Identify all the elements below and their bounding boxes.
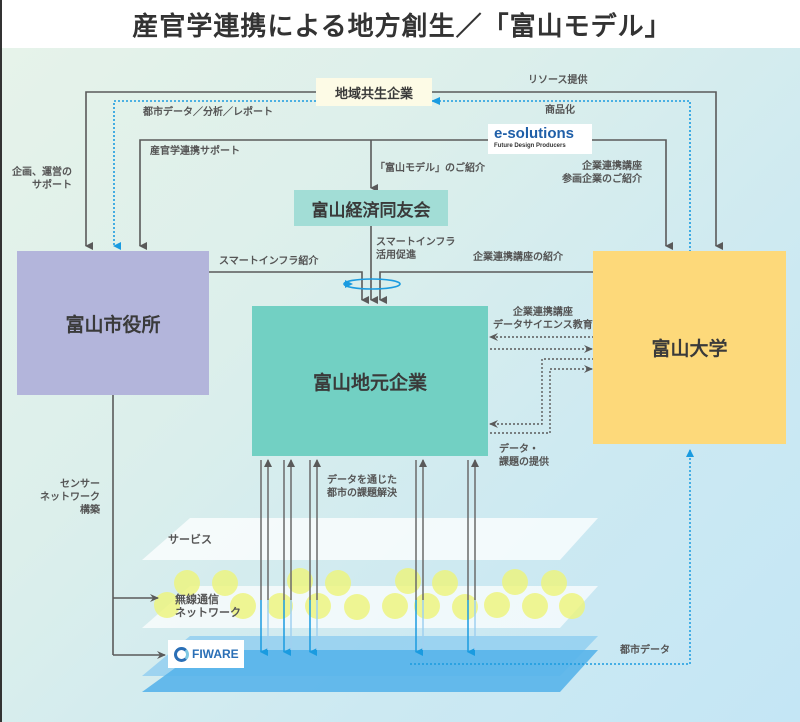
label-toyama-model-intro: 「富山モデル」のご紹介 bbox=[375, 163, 485, 174]
sensor-node bbox=[559, 593, 585, 619]
data-flow-pair-2 bbox=[283, 459, 295, 656]
label-resource-provision: リソース提供 bbox=[528, 75, 588, 86]
arrow-companies-to-university-2 bbox=[490, 365, 593, 434]
label-city-data: 都市データ bbox=[620, 645, 670, 656]
arrow-esolutions-to-city bbox=[139, 139, 488, 250]
arrow-regional-to-city-planning bbox=[85, 91, 316, 250]
arrow-city-data-to-university bbox=[410, 449, 694, 665]
node-university-label: 富山大学 bbox=[651, 338, 728, 360]
sensor-node bbox=[432, 570, 458, 596]
sensor-node bbox=[452, 594, 478, 620]
esolutions-logo: e-solutions Future Design Producers bbox=[488, 124, 592, 154]
node-regional-company-label: 地域共生企業 bbox=[334, 86, 413, 102]
label-data-issue-provision: データ・ 課題の提供 bbox=[499, 444, 549, 468]
service-layer-plane bbox=[142, 518, 598, 560]
sensor-node bbox=[414, 593, 440, 619]
sensor-node bbox=[305, 593, 331, 619]
sensor-node bbox=[212, 570, 238, 596]
arrow-esolutions-to-university bbox=[592, 139, 673, 250]
node-city-hall: 富山市役所 bbox=[17, 251, 209, 395]
fiware-logo: FIWARE bbox=[168, 640, 244, 668]
label-wireless-network: 無線通信 ネットワーク bbox=[175, 593, 241, 619]
platform-layer-front bbox=[142, 650, 598, 692]
sensor-node bbox=[267, 593, 293, 619]
sensor-node bbox=[230, 593, 256, 619]
node-local-companies-label: 富山地元企業 bbox=[312, 371, 427, 394]
sensor-node bbox=[174, 570, 200, 596]
data-flow-pair-1 bbox=[260, 459, 272, 656]
label-service-layer: サービス bbox=[168, 533, 212, 546]
label-smart-infra-intro: スマートインフラ紹介 bbox=[219, 256, 319, 267]
label-city-data-analysis-report: 都市データ／分析／レポート bbox=[143, 107, 273, 118]
esolutions-logo-main: e-solutions bbox=[494, 125, 575, 142]
node-keizai-doyukai-label: 富山経済同友会 bbox=[311, 200, 431, 221]
sensor-node bbox=[382, 593, 408, 619]
label-planning-operation-support: 企画、運営の サポート bbox=[12, 167, 72, 191]
fiware-logo-text: FIWARE bbox=[192, 647, 239, 661]
sensor-nodes bbox=[154, 568, 585, 620]
sensor-node bbox=[154, 592, 180, 618]
data-flow-pair-4 bbox=[415, 459, 427, 656]
sensor-node bbox=[522, 593, 548, 619]
data-flow-pair-5 bbox=[467, 459, 479, 656]
arrow-regional-to-city-data-report bbox=[113, 100, 316, 250]
sensor-node bbox=[484, 592, 510, 618]
arrow-city-smart-infra bbox=[208, 271, 369, 304]
arrow-university-data-issue-to-companies bbox=[489, 358, 594, 428]
node-regional-company: 地域共生企業 bbox=[316, 78, 432, 106]
node-keizai-doyukai: 富山経済同友会 bbox=[294, 190, 448, 226]
label-solve-city-issues: データを通じた 都市の課題解決 bbox=[327, 475, 397, 499]
esolutions-logo-sub: Future Design Producers bbox=[494, 143, 566, 149]
label-sensor-network: センサー ネットワーク 構築 bbox=[40, 479, 100, 516]
label-course-intro: 企業連携講座の紹介 bbox=[473, 252, 563, 263]
arrow-university-course-intro bbox=[379, 271, 594, 304]
fiware-swirl-icon bbox=[174, 646, 189, 662]
sensor-node bbox=[502, 569, 528, 595]
arrow-university-resource bbox=[432, 91, 723, 250]
sensor-node bbox=[287, 568, 313, 594]
diagram-title: 産官学連携による地方創生／「富山モデル」 bbox=[132, 12, 672, 42]
cycle-icon bbox=[343, 278, 401, 290]
cycle-arrowhead-icon bbox=[345, 280, 353, 288]
label-data-science-education: 企業連携講座 データサイエンス教育 bbox=[493, 307, 593, 331]
label-course-participant-intro: 企業連携講座 参画企業のご紹介 bbox=[562, 161, 642, 185]
label-smart-infra-promotion: スマートインフラ 活用促進 bbox=[376, 237, 456, 261]
data-flow-pair-3 bbox=[309, 459, 321, 656]
node-city-hall-label: 富山市役所 bbox=[65, 313, 161, 336]
label-commercialization: 商品化 bbox=[545, 105, 575, 116]
sensor-node bbox=[325, 570, 351, 596]
node-local-companies: 富山地元企業 bbox=[252, 306, 488, 456]
sensor-node bbox=[344, 594, 370, 620]
data-flow-arrows bbox=[260, 459, 479, 656]
label-industry-gov-academia-support: 産官学連携サポート bbox=[150, 146, 240, 157]
sensor-node bbox=[395, 568, 421, 594]
sensor-node bbox=[541, 570, 567, 596]
title-bar: 産官学連携による地方創生／「富山モデル」 bbox=[0, 0, 800, 48]
node-university: 富山大学 bbox=[593, 251, 786, 444]
